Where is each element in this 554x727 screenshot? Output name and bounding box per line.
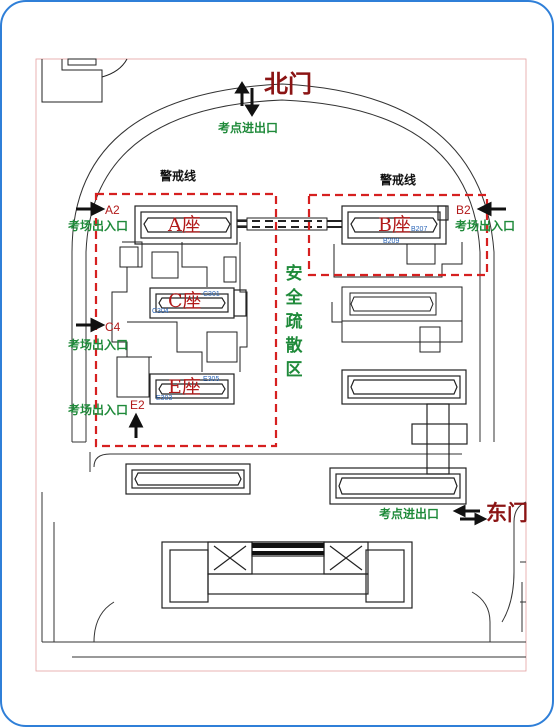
building-c-shape [149, 287, 247, 319]
room-b207: B207 [411, 226, 428, 233]
cordon-label-left: 警戒线 [160, 169, 197, 183]
left-mid-blocks [116, 321, 238, 398]
sky-bridge [237, 217, 342, 231]
room-c301: C301 [203, 291, 220, 298]
left-bottom-building [125, 463, 251, 495]
south-main-building [161, 541, 413, 609]
east-gate-label: 考点进出口 [379, 507, 440, 521]
building-a-label: A座 [168, 214, 201, 236]
safety-zone-label: 安全疏散区 [285, 264, 303, 380]
east-gate-name: 东门 [486, 500, 528, 525]
entrance-e2-label: 考场出入口 [68, 403, 129, 417]
top-left-building [41, 58, 128, 103]
cordon-zones [94, 192, 489, 448]
building-e-label: E座 [168, 376, 201, 398]
north-gate-name: 北门 [264, 69, 312, 98]
right-wing [331, 242, 463, 353]
entrance-e2-code: E2 [130, 398, 145, 412]
room-b209: B209 [383, 238, 400, 245]
right-long-building [341, 369, 468, 475]
entrance-c4-code: C4 [105, 320, 121, 334]
entrance-c4-label: 考场出入口 [68, 338, 129, 352]
road-lines [41, 441, 527, 658]
entrance-b2-label: 考场出入口 [455, 219, 516, 233]
north-gate-label: 考点进出口 [218, 121, 279, 135]
room-e303: E303 [156, 395, 173, 402]
room-e305: E305 [203, 376, 220, 383]
cordon-label-right: 警戒线 [380, 173, 417, 187]
left-wing [111, 241, 248, 372]
room-c304: C304 [152, 308, 169, 315]
building-c-label: C座 [168, 290, 202, 312]
building-e-shape [149, 373, 235, 405]
entrance-b2-code: B2 [456, 203, 471, 217]
arrows [76, 81, 506, 526]
right-bottom-building [329, 467, 467, 505]
building-b-label: B座 [378, 214, 411, 236]
entrance-a2-code: A2 [105, 203, 120, 217]
south-main-stripes [252, 543, 324, 555]
site-boundary [35, 58, 527, 672]
entrance-a2-label: 考场出入口 [68, 219, 129, 233]
ring-road [71, 83, 495, 442]
building-b-shape [341, 205, 449, 245]
